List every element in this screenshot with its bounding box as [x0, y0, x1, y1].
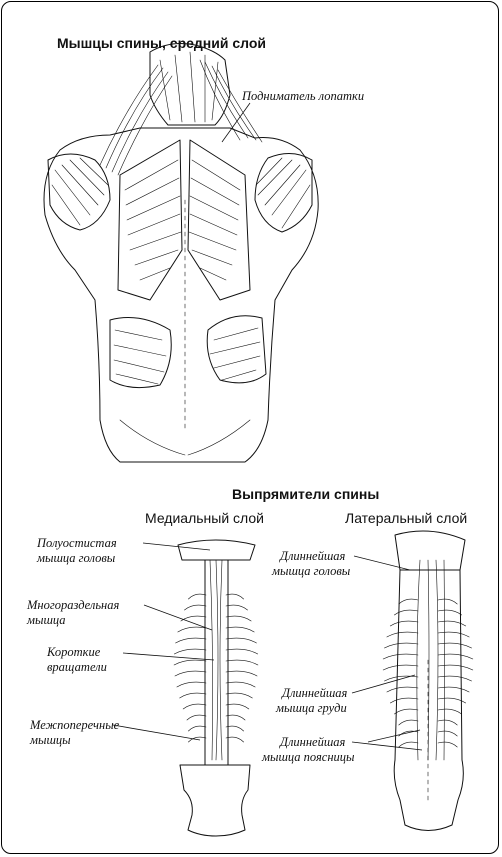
rib-line: [225, 604, 248, 611]
label-semispinalis-capitis-2: мышца головы: [37, 551, 116, 565]
rib-line: [437, 675, 472, 682]
rib-line: [184, 604, 207, 611]
rib-line: [386, 686, 419, 693]
rib-line: [398, 598, 419, 605]
lateral-layer-title: Латеральный слой: [345, 510, 468, 526]
rib-line: [225, 670, 258, 677]
label-rotatores-1: Короткие: [47, 645, 101, 659]
rib-line: [225, 637, 257, 644]
rib-line: [186, 714, 207, 721]
rib-line: [437, 598, 458, 605]
rib-line: [177, 626, 207, 633]
rib-line: [225, 736, 244, 743]
rib-line: [225, 681, 256, 688]
label-semispinalis-capitis-1: Полуостистая: [37, 536, 117, 550]
medial-layer-title: Медиальный слой: [145, 510, 264, 526]
top-title: Мышцы спины, средний слой: [57, 35, 267, 51]
rib-line: [180, 615, 207, 622]
rib-line: [398, 741, 419, 748]
label-longissimus-thoracis-1: Длиннейшая: [282, 686, 348, 700]
rib-line: [384, 675, 419, 682]
label-intertransversarii-2: мышцы: [30, 733, 71, 747]
rib-line: [179, 692, 207, 699]
rib-line: [225, 626, 255, 633]
label-rotatores-2: вращатели: [47, 660, 107, 674]
rib-line: [437, 708, 462, 715]
rib-line: [225, 714, 246, 721]
label-intertransversarii-1: Межпоперечные: [30, 718, 120, 732]
label-levator-scapulae: Подниматель лопатки: [242, 89, 365, 103]
rib-line: [437, 741, 458, 748]
rib-line: [394, 609, 419, 616]
rib-line: [382, 664, 419, 671]
rib-line: [389, 620, 419, 627]
rib-line: [174, 670, 207, 677]
label-longissimus-thoracis-2: мышца груди: [276, 701, 347, 715]
rib-line: [176, 681, 207, 688]
rib-line: [384, 642, 419, 649]
rib-line: [382, 653, 419, 660]
rib-line: [437, 653, 474, 660]
rib-line: [225, 703, 250, 710]
rib-line: [437, 631, 470, 638]
rib-line: [394, 708, 419, 715]
rib-line: [437, 730, 458, 737]
label-multifidus-1: Многораздельная: [27, 598, 120, 612]
rib-line: [225, 593, 244, 600]
rib-line: [173, 659, 207, 666]
rib-line: [182, 703, 207, 710]
rib-line: [437, 620, 467, 627]
rib-line: [398, 719, 419, 726]
rib-line: [386, 631, 419, 638]
label-longissimus-lumborum-2: мышца поясницы: [262, 750, 355, 764]
label-multifidus-2: мышца: [27, 613, 66, 627]
bottom-title: Выпрямители спины: [232, 486, 380, 502]
rib-line: [225, 725, 244, 732]
rib-line: [173, 648, 207, 655]
rib-line: [188, 736, 207, 743]
label-longissimus-lumborum-1: Длиннейшая: [280, 735, 346, 749]
rib-line: [437, 642, 472, 649]
label-longissimus-capitis-2: мышца головы: [272, 564, 351, 578]
rib-line: [437, 686, 470, 693]
rib-line: [389, 697, 419, 704]
rib-line: [437, 719, 458, 726]
rib-line: [437, 609, 462, 616]
rib-line: [188, 593, 207, 600]
label-longissimus-capitis-1: Длиннейшая: [280, 549, 346, 563]
rib-line: [225, 659, 259, 666]
rib-line: [225, 648, 259, 655]
rib-line: [175, 637, 207, 644]
rib-line: [225, 615, 252, 622]
rib-line: [437, 697, 467, 704]
rib-line: [437, 664, 474, 671]
rib-line: [188, 725, 207, 732]
rib-line: [225, 692, 253, 699]
